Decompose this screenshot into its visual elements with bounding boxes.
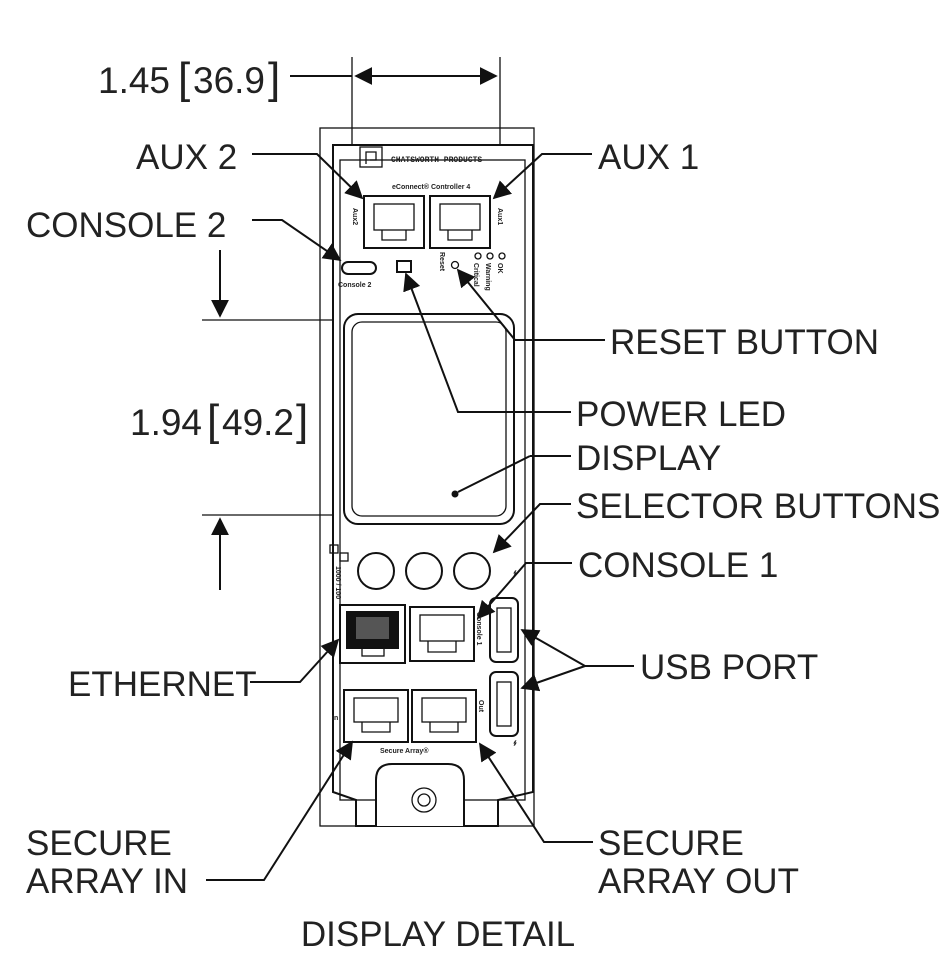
callout-aux2: AUX 2 bbox=[136, 138, 364, 200]
warning-label: Warning bbox=[484, 263, 491, 291]
controller-device: CHATSWORTH PRODUCTS eConnect® Controller… bbox=[319, 127, 535, 827]
ethernet-port[interactable] bbox=[339, 604, 406, 664]
callout-secure-array-out-label-1: SECURE bbox=[598, 824, 744, 863]
callout-aux2-label: AUX 2 bbox=[136, 138, 237, 177]
mounting-screw-inner bbox=[417, 793, 431, 807]
callout-console2-label: CONSOLE 2 bbox=[26, 206, 226, 245]
selector-button-middle[interactable] bbox=[405, 552, 443, 590]
width-dimension-value: 1.45 bbox=[98, 60, 170, 101]
callout-selector-buttons-label: SELECTOR BUTTONS bbox=[576, 487, 940, 526]
callout-display-label: DISPLAY bbox=[576, 439, 721, 478]
lcd-display bbox=[343, 313, 515, 525]
display-callout-dot bbox=[451, 490, 459, 498]
secure-array-label: Secure Array® bbox=[380, 747, 429, 755]
reset-button[interactable] bbox=[450, 260, 460, 270]
console1-port[interactable] bbox=[409, 606, 475, 662]
callout-secure-array-in-label-2: ARRAY IN bbox=[26, 862, 188, 901]
callout-selector-buttons: SELECTOR BUTTONS bbox=[492, 487, 940, 554]
selector-button-left[interactable] bbox=[357, 552, 395, 590]
warning-status-led bbox=[486, 252, 494, 260]
console2-port-label: Console 2 bbox=[338, 282, 372, 289]
aux1-port-label: Aux1 bbox=[496, 208, 503, 225]
chatsworth-logo bbox=[359, 146, 383, 168]
diagram-caption: DISPLAY DETAIL bbox=[301, 915, 575, 953]
width-dimension: 1.45 [ 36.9 ] bbox=[98, 54, 501, 152]
usb-symbol-upper: ⌁ bbox=[509, 570, 520, 576]
secure-array-out-port[interactable] bbox=[411, 689, 477, 743]
ok-label: OK bbox=[496, 263, 503, 274]
callout-console1-label: CONSOLE 1 bbox=[578, 546, 778, 585]
callout-secure-array-in-label-1: SECURE bbox=[26, 824, 172, 863]
chatsworth-logo-mark bbox=[365, 151, 377, 164]
height-bracket-close: ] bbox=[296, 396, 308, 445]
callout-secure-array-in: SECURE ARRAY IN bbox=[26, 740, 353, 901]
ok-status-led bbox=[498, 252, 506, 260]
height-dimension: 1.94 [ 49.2 ] bbox=[130, 250, 335, 590]
width-bracket-close: ] bbox=[268, 54, 280, 103]
console1-port-label: Console 1 bbox=[475, 612, 482, 646]
usb-symbol-lower: ⌁ bbox=[509, 740, 520, 746]
callout-display: DISPLAY bbox=[451, 439, 721, 498]
console2-port[interactable] bbox=[341, 261, 377, 275]
width-bracket-open: [ bbox=[178, 54, 190, 103]
reset-label: Reset bbox=[438, 252, 445, 272]
callout-ethernet: ETHERNET bbox=[68, 638, 340, 704]
callout-aux1-label: AUX 1 bbox=[598, 138, 699, 177]
critical-label: Critical bbox=[472, 263, 479, 287]
callout-ethernet-label: ETHERNET bbox=[68, 665, 257, 704]
mounting-screw-outer bbox=[411, 787, 437, 813]
usb-port-lower[interactable] bbox=[489, 671, 519, 737]
callout-power-led-label: POWER LED bbox=[576, 395, 786, 434]
callout-console1: CONSOLE 1 bbox=[476, 546, 778, 620]
brand-label: CHATSWORTH PRODUCTS bbox=[391, 156, 482, 165]
model-label: eConnect® Controller 4 bbox=[392, 183, 470, 191]
height-dimension-value: 1.94 bbox=[130, 402, 202, 443]
link-led bbox=[329, 544, 339, 554]
callout-secure-array-out-label-2: ARRAY OUT bbox=[598, 862, 799, 901]
callout-aux1: AUX 1 bbox=[492, 138, 699, 200]
usb-port-upper[interactable] bbox=[489, 597, 519, 663]
callout-usb-port-label: USB PORT bbox=[640, 648, 818, 687]
aux2-port-label: Aux2 bbox=[351, 208, 358, 225]
selector-button-right[interactable] bbox=[453, 552, 491, 590]
aux1-port[interactable] bbox=[429, 195, 491, 249]
callout-power-led: POWER LED bbox=[403, 272, 786, 434]
secure-array-in-port[interactable] bbox=[343, 689, 409, 743]
activity-led bbox=[339, 552, 349, 562]
height-bracket-open: [ bbox=[207, 396, 219, 445]
aux2-port[interactable] bbox=[363, 195, 425, 249]
width-dimension-metric: 36.9 bbox=[193, 60, 265, 101]
critical-status-led bbox=[474, 252, 482, 260]
callout-console2: CONSOLE 2 bbox=[26, 206, 342, 262]
callout-reset-button: RESET BUTTON bbox=[456, 268, 879, 362]
height-dimension-metric: 49.2 bbox=[222, 402, 294, 443]
callout-reset-button-label: RESET BUTTON bbox=[610, 323, 879, 362]
power-led bbox=[396, 260, 412, 273]
speed-label: 1000 / 100 bbox=[334, 566, 341, 599]
lcd-display-inner bbox=[351, 321, 507, 517]
callout-usb-port: USB PORT bbox=[520, 629, 818, 692]
callout-secure-array-out: SECURE ARRAY OUT bbox=[479, 742, 799, 901]
secure-array-in-label: In bbox=[332, 715, 338, 722]
secure-array-out-label: Out bbox=[477, 700, 484, 713]
